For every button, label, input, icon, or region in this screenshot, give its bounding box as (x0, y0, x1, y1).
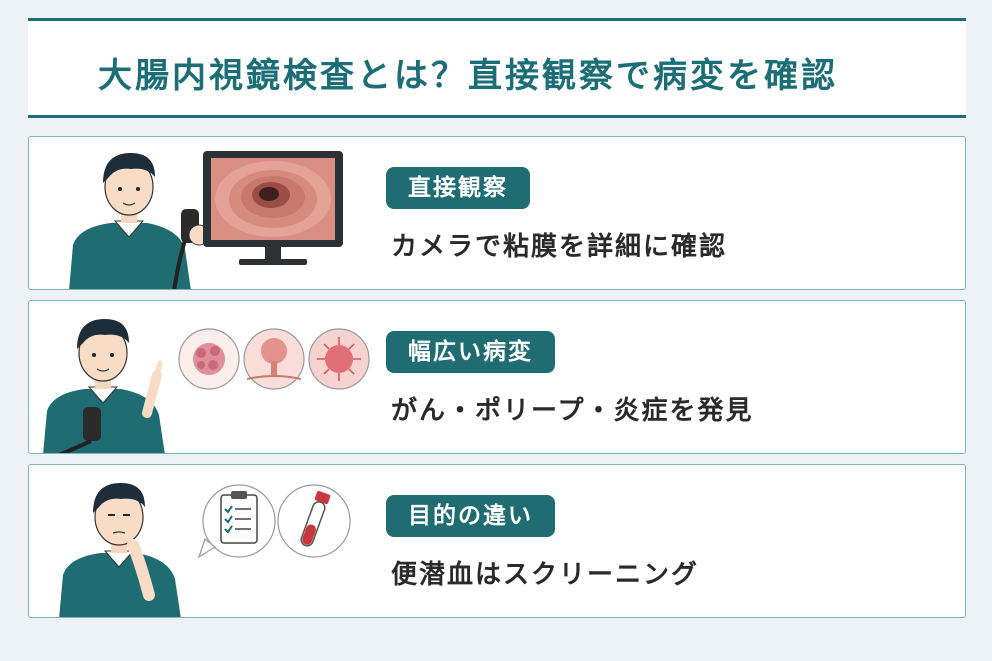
card-description-direct-observation: カメラで粘膜を詳細に確認 (391, 232, 728, 262)
test-tube-icon (277, 484, 351, 558)
cancer-icon (178, 328, 240, 390)
card-label-direct-observation: 直接観察 (386, 167, 530, 209)
card-description-purpose-difference: 便潜血はスクリーニング (391, 560, 700, 590)
feature-card-purpose-difference: 目的の違い 便潜血はスクリーニング (28, 464, 966, 618)
clipboard-checklist-icon (197, 484, 276, 559)
inflammation-icon (308, 328, 370, 390)
monitor-icon (203, 151, 343, 265)
page-title: 大腸内視鏡検査とは？直接観察で病変を確認 (98, 56, 838, 96)
card-description-wide-lesions: がん・ポリープ・炎症を発見 (391, 396, 754, 426)
card-label-purpose-difference: 目的の違い (386, 495, 555, 537)
endoscope-icon (58, 407, 101, 453)
header-banner: 大腸内視鏡検査とは？直接観察で病変を確認 (28, 18, 966, 118)
feature-card-wide-lesions: 幅広い病変 がん・ポリープ・炎症を発見 (28, 300, 966, 454)
doctor-monitor-illustration (69, 151, 343, 289)
doctor-icon (59, 483, 181, 617)
card-label-wide-lesions: 幅広い病変 (386, 331, 555, 373)
feature-card-direct-observation: 直接観察 カメラで粘膜を詳細に確認 (28, 136, 966, 290)
colon-view-icon (215, 161, 331, 237)
doctor-thinking-illustration (59, 483, 351, 617)
doctor-icon (43, 319, 165, 453)
polyp-icon (243, 328, 305, 390)
doctor-lesions-illustration (43, 319, 370, 453)
doctor-icon (69, 153, 191, 289)
